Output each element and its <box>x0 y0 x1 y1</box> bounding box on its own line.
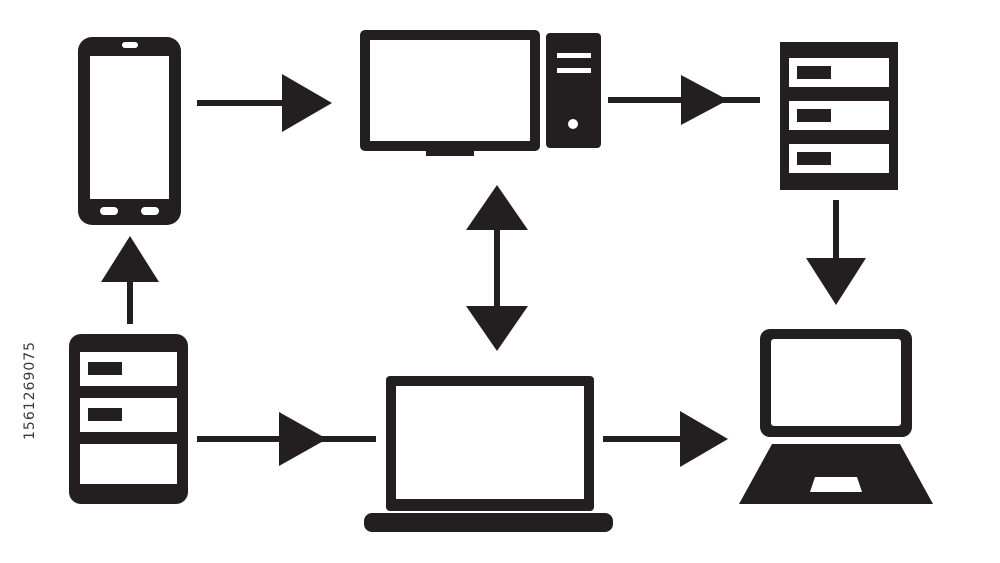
laptop-icon <box>739 329 933 504</box>
arrow-laptop-to-laptop <box>603 411 728 467</box>
arrow-desktop-to-server <box>608 75 760 125</box>
laptop-icon <box>364 376 613 532</box>
arrow-server-to-smartphone <box>101 236 159 324</box>
arrow-server-to-laptop-center <box>197 412 376 466</box>
arrow-desktop-laptop-bidirectional <box>466 185 528 351</box>
server-rack-icon <box>780 42 898 190</box>
arrow-smartphone-to-desktop <box>197 74 332 132</box>
arrow-server-to-laptop <box>806 200 866 305</box>
smartphone-icon <box>78 37 181 225</box>
desktop-computer-icon <box>360 30 601 156</box>
server-rack-icon <box>69 334 188 504</box>
stock-image-id: 1561269075 <box>22 340 38 440</box>
